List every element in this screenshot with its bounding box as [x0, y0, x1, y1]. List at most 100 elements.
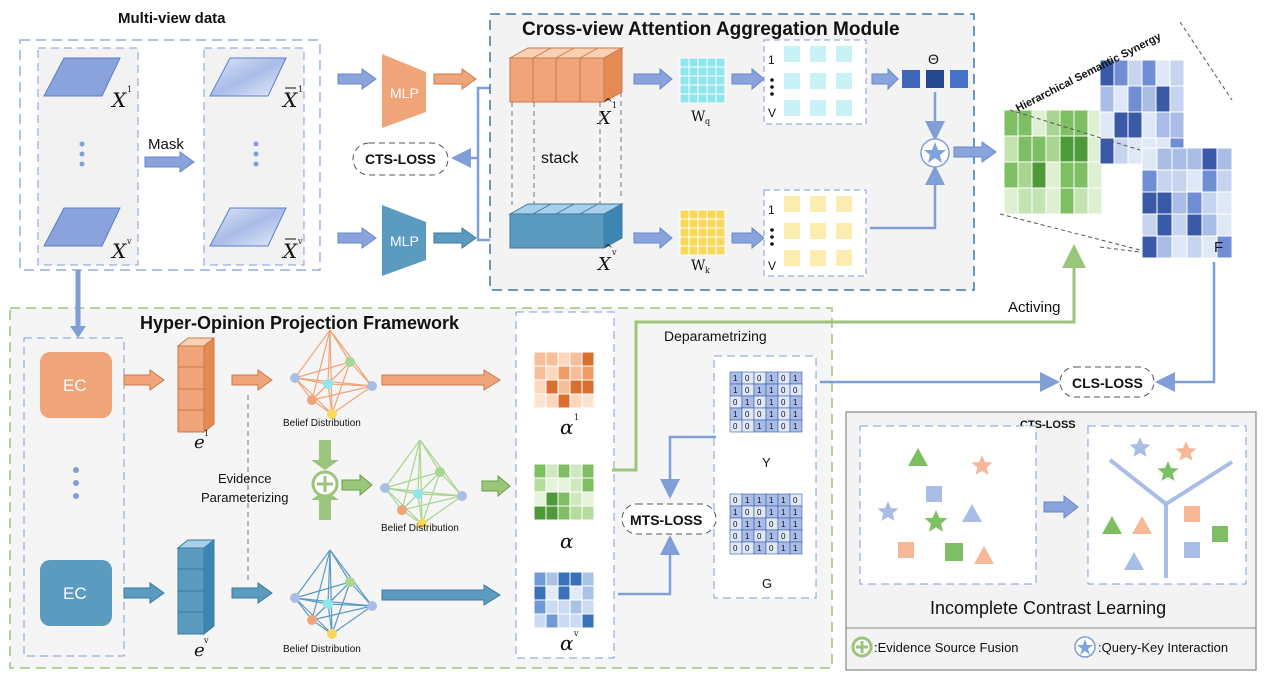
binary-value: 0 [745, 508, 750, 517]
synergy-cell [533, 613, 547, 629]
synergy-cell [1156, 213, 1173, 237]
binary-value: 1 [793, 532, 798, 541]
qk-cell [836, 250, 852, 266]
synergy-cell [557, 393, 571, 409]
alpha-v-superscript: v [573, 629, 579, 638]
mts-loss-bubble [621, 503, 717, 535]
x1-bar-superscript: 1 [298, 85, 303, 94]
w-cell [679, 57, 690, 68]
qk-cell [836, 46, 852, 62]
synergy-cell [1003, 161, 1019, 189]
multiview-section: Multi-view data X 1 X v Mask X 1 X v [19, 10, 321, 271]
synergy-cell [557, 379, 571, 395]
ec-top [40, 352, 112, 418]
w-cell [697, 218, 708, 229]
synergy-cell [1073, 135, 1089, 163]
f-label: F [1214, 239, 1223, 256]
binary-value: 1 [745, 532, 750, 541]
binary-value: 1 [757, 496, 762, 505]
alpha-fused-matrix [533, 463, 595, 521]
binary-value: 1 [733, 410, 738, 419]
activing-path [612, 244, 1086, 472]
raw-view-1-plane [43, 57, 121, 97]
synergy-cell [545, 571, 559, 587]
binary-value: 0 [793, 386, 798, 395]
triangle-shape [1132, 516, 1152, 534]
binary-value: 1 [793, 508, 798, 517]
binary-value: 0 [733, 532, 738, 541]
mts-loss-label: MTS-LOSS [630, 512, 702, 528]
w-cell [688, 66, 699, 77]
synergy-cell [1045, 187, 1061, 215]
evidence-param-line-1: Evidence [218, 471, 271, 486]
synergy-cell [557, 585, 571, 601]
alpha-1-matrix [533, 351, 595, 409]
ec-bottom-label: EC [63, 584, 87, 603]
synergy-cell [1216, 147, 1233, 171]
pyramid-edge [329, 549, 351, 583]
synergy-cell [1017, 161, 1033, 189]
mlp-bottom [382, 205, 426, 276]
synergy-cell [557, 477, 571, 493]
synergy-cell [545, 393, 559, 409]
binary-value: 1 [745, 520, 750, 529]
alpha-1-label: α [560, 415, 574, 439]
w-cell [679, 245, 690, 256]
xhat-v-hat: ^ [603, 242, 613, 256]
binary-value: 1 [793, 520, 798, 529]
synergy-cell [533, 477, 547, 493]
synergy-cell [581, 505, 595, 521]
qk-cell [784, 46, 800, 62]
pyramid-edge [417, 493, 463, 497]
synergy-cell [1127, 59, 1143, 87]
synergy-cell [533, 505, 547, 521]
w-cell [688, 245, 699, 256]
synergy-cell [1141, 147, 1158, 171]
synergy-cell [533, 379, 547, 395]
synergy-cell [545, 505, 559, 521]
synergy-cell [581, 477, 595, 493]
synergy-cell [1087, 187, 1103, 215]
binary-value: 1 [757, 520, 762, 529]
pyramid-node [290, 593, 300, 603]
xv-superscript: v [126, 237, 132, 246]
qk-cell [784, 250, 800, 266]
binary-value: 0 [757, 398, 762, 407]
binary-value: 1 [781, 508, 786, 517]
xhat-1-superscript: 1 [612, 101, 617, 110]
synergy-cell [1156, 235, 1173, 259]
synergy-cell [1087, 161, 1103, 189]
pyramid-edge [401, 439, 421, 511]
w-cell [706, 218, 717, 229]
binary-value: 1 [733, 386, 738, 395]
binary-value: 1 [769, 496, 774, 505]
x1-bar-label: X [281, 88, 298, 112]
pyramid-edge [419, 439, 441, 473]
pyramid-node [327, 629, 337, 639]
pyramid-edge [401, 495, 463, 511]
evidence-param-line-2: Parameterizing [201, 490, 288, 505]
binary-value: 1 [793, 374, 798, 383]
qk-cell [810, 196, 826, 212]
w-cell [715, 209, 726, 220]
pyramid-node [417, 519, 427, 529]
synergy-cell [557, 599, 571, 615]
pyramid-edge [294, 581, 351, 599]
qk-cell [784, 223, 800, 239]
activing-label: Activing [1008, 299, 1061, 316]
binary-value: 0 [757, 508, 762, 517]
binary-value: 1 [793, 410, 798, 419]
y-label: Y [762, 455, 771, 470]
xhat-1-hat: ^ [603, 96, 613, 110]
synergy-cell [1156, 147, 1173, 171]
binary-value: 0 [745, 422, 750, 431]
synergy-cell [1186, 191, 1203, 215]
synergy-cell [1113, 137, 1129, 165]
synergy-cell [1186, 235, 1203, 259]
w-cell [679, 236, 690, 247]
w-cell [715, 84, 726, 95]
w-cell [679, 66, 690, 77]
synergy-cell [1201, 169, 1218, 193]
pyramid-edge [294, 377, 329, 385]
pyramid-edge [417, 439, 421, 495]
